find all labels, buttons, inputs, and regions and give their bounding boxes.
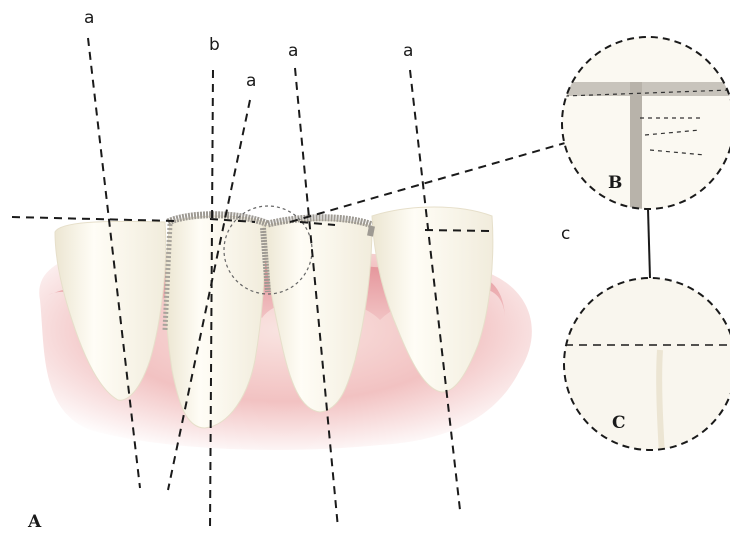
inset-c	[560, 275, 730, 455]
label-panel-a: A	[27, 512, 42, 532]
label-inset-c: C	[612, 413, 626, 433]
label-a1: a	[84, 8, 94, 28]
inset-b	[560, 35, 730, 215]
label-a2: a	[246, 71, 256, 91]
label-c: c	[561, 224, 570, 244]
label-a3: a	[288, 41, 298, 61]
label-a4: a	[403, 41, 413, 61]
label-inset-b: B	[608, 173, 622, 193]
label-b: b	[209, 35, 220, 55]
